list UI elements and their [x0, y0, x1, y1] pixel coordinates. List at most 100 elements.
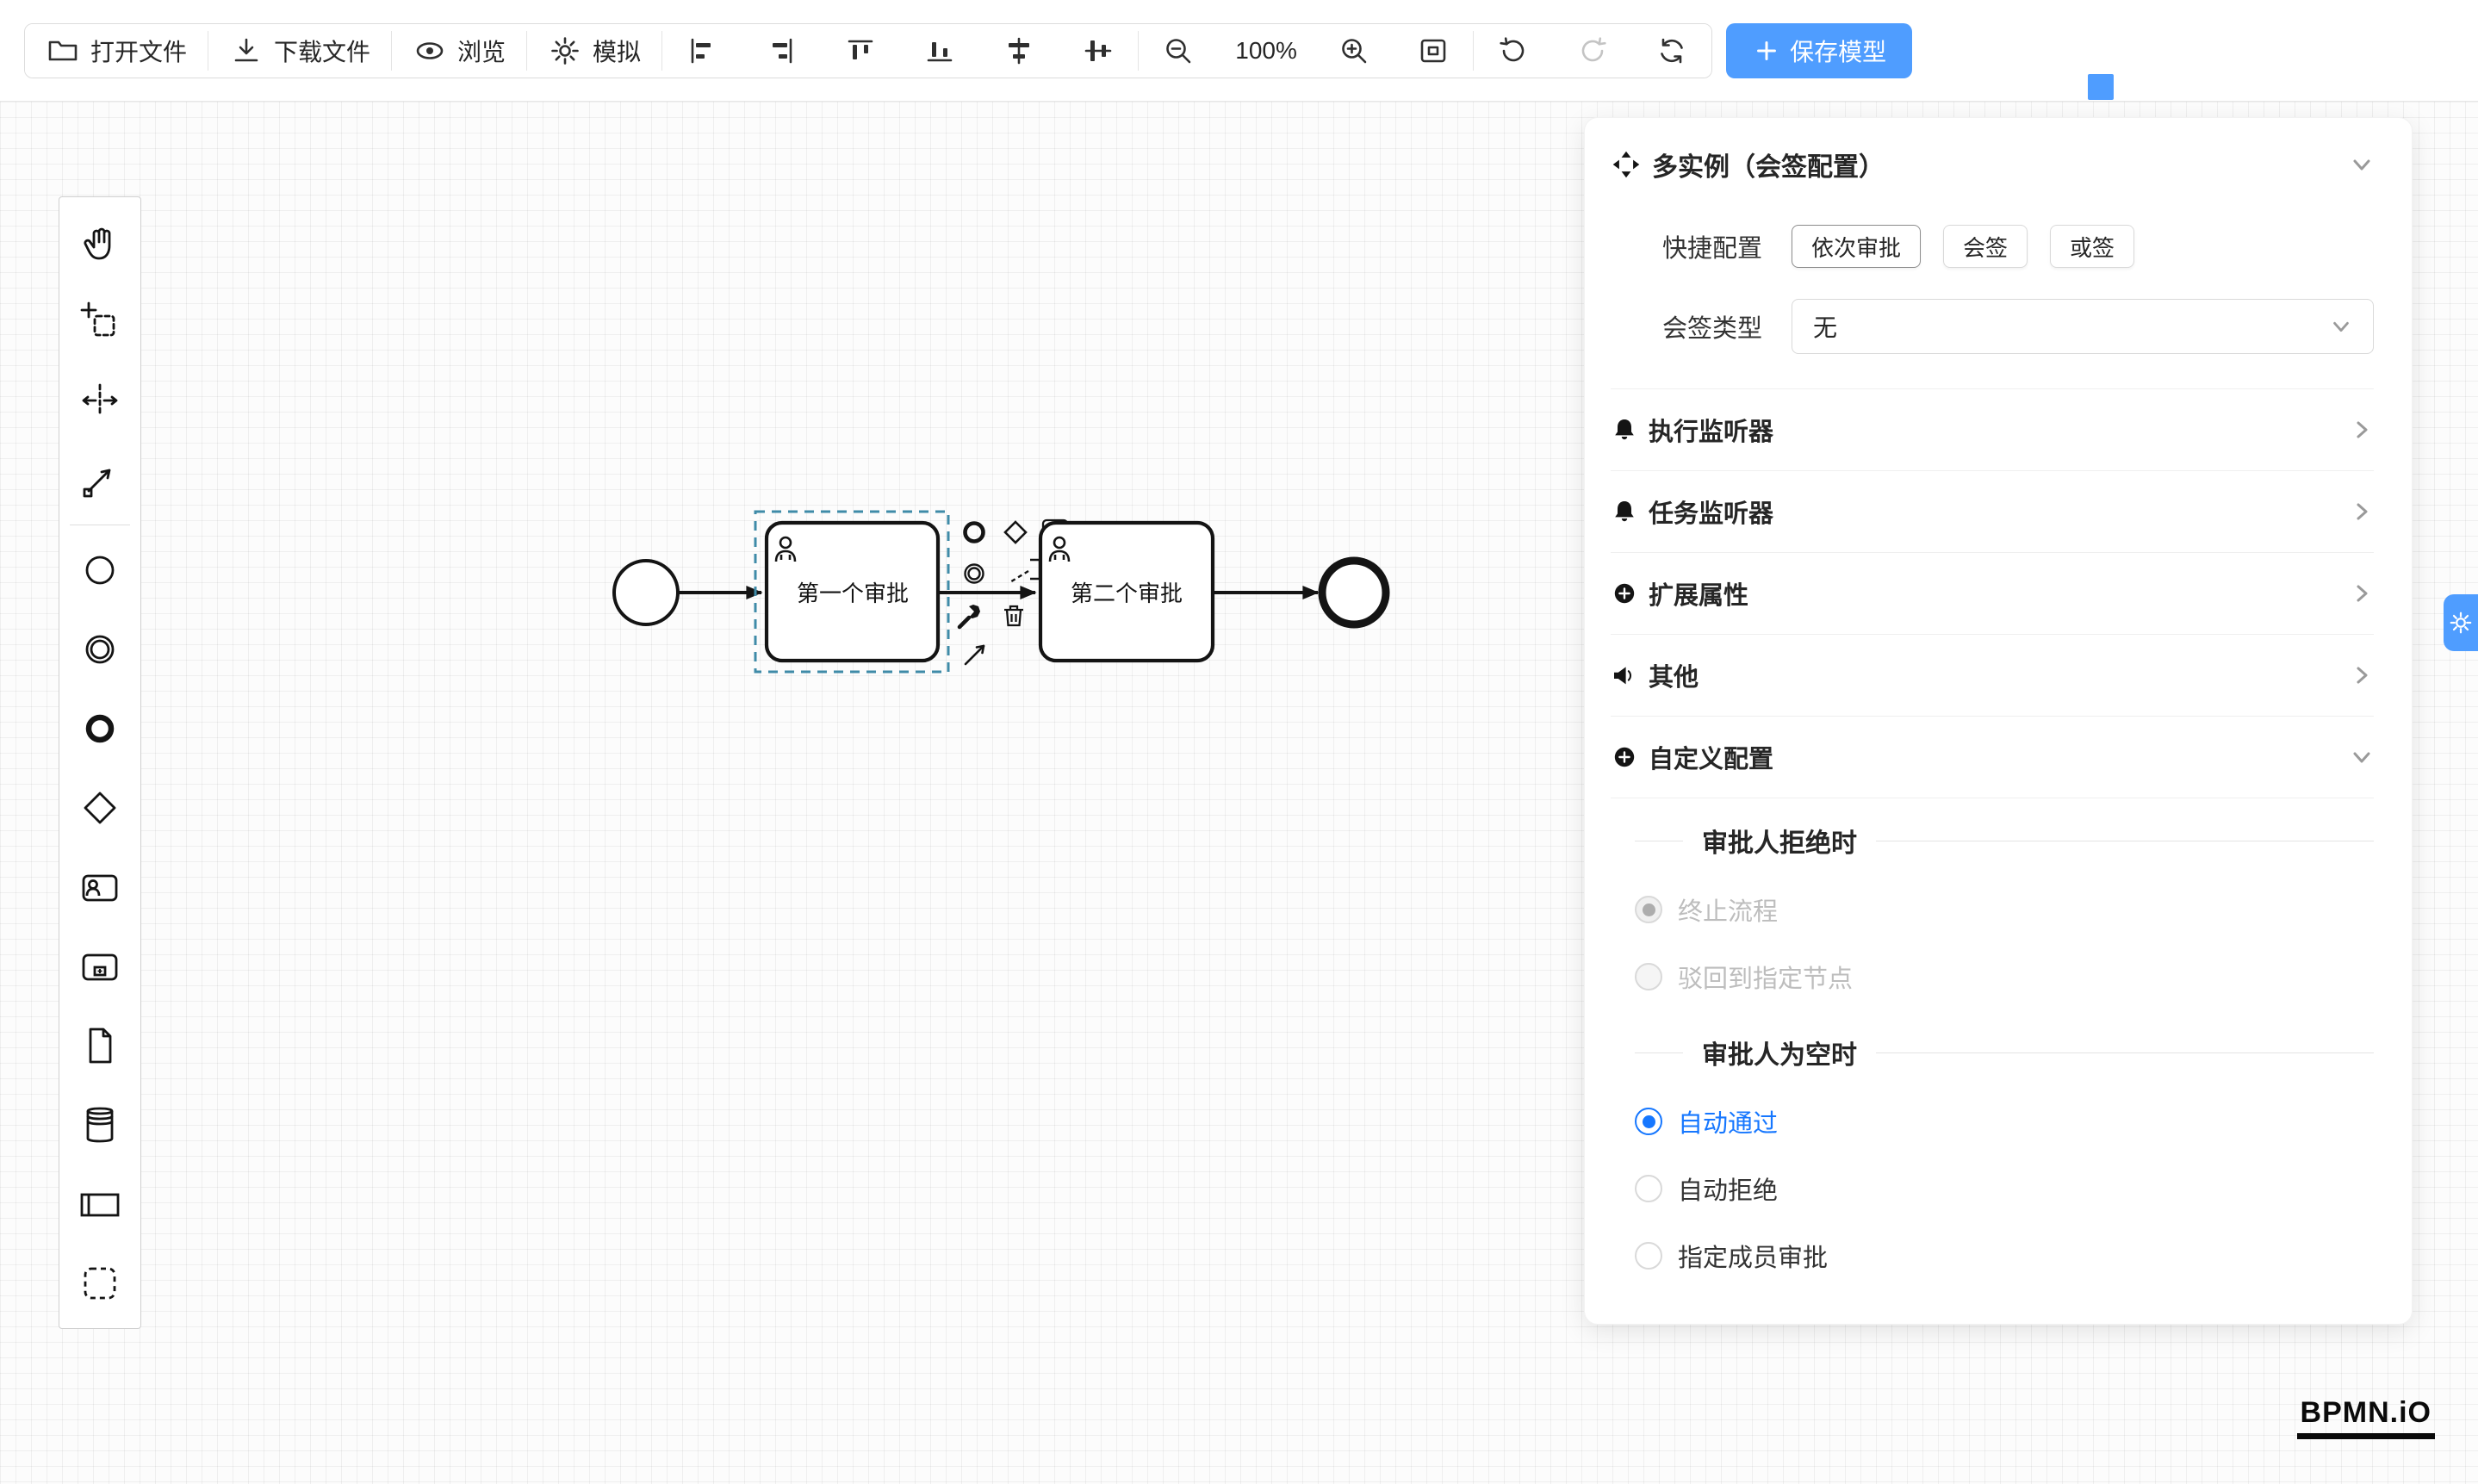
simulate-label: 模拟: [593, 38, 642, 65]
create-intermediate-event-button[interactable]: [60, 610, 140, 689]
replace-wrench-icon[interactable]: [957, 605, 980, 630]
zoom-out-button[interactable]: [1139, 23, 1219, 78]
bpmn-io-logo: BPMN.iO: [2296, 1396, 2435, 1439]
radio-button[interactable]: [1635, 963, 1662, 990]
section-other[interactable]: 其他: [1611, 635, 2374, 717]
create-subprocess-button[interactable]: [60, 927, 140, 1006]
radio-auto-pass[interactable]: 自动通过: [1635, 1088, 2374, 1155]
empty-title: 审批人为空时: [1702, 1041, 1857, 1070]
end-event[interactable]: [1318, 556, 1390, 629]
radio-terminate-process[interactable]: 终止流程: [1635, 876, 2374, 943]
radio-button[interactable]: [1635, 1242, 1662, 1270]
radio-button[interactable]: [1635, 1175, 1662, 1202]
create-user-task-button[interactable]: [60, 848, 140, 927]
gear-icon: [551, 36, 579, 65]
hand-tool-icon: [84, 227, 111, 260]
bell-icon: [1615, 501, 1634, 522]
eye-icon: [416, 41, 444, 59]
redo-button[interactable]: [1553, 23, 1633, 78]
quick-config-row: 快捷配置 依次审批 会签 或签: [1611, 225, 2374, 268]
quick-config-label: 快捷配置: [1661, 235, 1762, 263]
create-gateway-button[interactable]: [60, 768, 140, 848]
lasso-tool-icon: [80, 301, 115, 337]
align-center-horizontal-button[interactable]: [979, 23, 1059, 78]
create-group-button[interactable]: [60, 1244, 140, 1323]
radio-auto-reject[interactable]: 自动拒绝: [1635, 1155, 2374, 1222]
section-execution-listener[interactable]: 执行监听器: [1611, 389, 2374, 471]
align-center-vertical-icon: [1084, 40, 1112, 61]
sign-type-select[interactable]: 无: [1792, 299, 2374, 354]
quick-option-countersign[interactable]: 会签: [1943, 225, 2028, 268]
radio-return-to-node[interactable]: 驳回到指定节点: [1635, 943, 2374, 1010]
align-center-vertical-button[interactable]: [1059, 23, 1139, 78]
space-tool-button[interactable]: [60, 361, 140, 440]
refresh-icon: [1661, 38, 1683, 63]
fit-viewport-button[interactable]: [1394, 23, 1474, 78]
create-participant-button[interactable]: [60, 1164, 140, 1244]
global-connect-tool-button[interactable]: [60, 440, 140, 519]
align-right-button[interactable]: [742, 23, 822, 78]
radio-assign-member[interactable]: 指定成员审批: [1635, 1222, 2374, 1289]
chevron-right-icon: [2357, 503, 2368, 520]
lasso-tool-button[interactable]: [60, 282, 140, 361]
chevron-down-icon: [2333, 321, 2349, 332]
delete-trash-icon[interactable]: [1004, 605, 1023, 627]
chevron-right-icon: [2357, 421, 2368, 438]
create-data-object-button[interactable]: [60, 1006, 140, 1085]
group-icon: [84, 1267, 116, 1300]
reject-divider: 审批人拒绝时: [1635, 821, 2374, 860]
download-file-button[interactable]: 下载文件: [208, 23, 392, 78]
connect-tool-icon[interactable]: [964, 644, 985, 666]
download-icon: [234, 38, 258, 61]
multi-instance-icon: [1612, 151, 1640, 178]
create-start-event-button[interactable]: [60, 531, 140, 610]
section-extended-properties[interactable]: 扩展属性: [1611, 553, 2374, 635]
folder-open-icon: [48, 40, 78, 60]
create-data-store-button[interactable]: [60, 1085, 140, 1164]
align-bottom-button[interactable]: [900, 23, 980, 78]
multi-instance-header[interactable]: 多实例（会签配置）: [1611, 123, 2374, 206]
open-file-button[interactable]: 打开文件: [25, 23, 208, 78]
save-model-button[interactable]: 保存模型: [1726, 22, 1913, 78]
align-left-button[interactable]: [662, 23, 742, 78]
bell-icon: [1615, 419, 1634, 440]
quick-option-sequential[interactable]: 依次审批: [1792, 225, 1922, 268]
redo-icon: [1581, 36, 1606, 61]
align-center-horizontal-icon: [1009, 37, 1030, 64]
quick-option-orsign[interactable]: 或签: [2050, 225, 2135, 268]
toolbar-group-divider: [661, 30, 663, 71]
zoom-in-button[interactable]: [1314, 23, 1394, 78]
refresh-button[interactable]: [1632, 23, 1712, 78]
intermediate-event-icon: [85, 635, 115, 664]
preview-button[interactable]: 浏览: [392, 23, 527, 78]
section-task-listener[interactable]: 任务监听器: [1611, 471, 2374, 553]
start-event[interactable]: [612, 559, 680, 626]
simulate-button[interactable]: 模拟: [527, 23, 662, 78]
gear-icon: [2450, 612, 2472, 634]
task-second-approval[interactable]: 第二个审批: [1038, 520, 1215, 663]
open-file-label: 打开文件: [90, 38, 188, 65]
data-store-icon: [86, 1107, 114, 1143]
align-top-button[interactable]: [821, 23, 901, 78]
append-intermediate-event-icon[interactable]: [964, 563, 984, 584]
append-gateway-icon[interactable]: [1003, 520, 1028, 544]
hand-tool-button[interactable]: [60, 202, 140, 282]
blue-square-indicator[interactable]: [2088, 74, 2114, 100]
participant-pool-icon: [80, 1193, 120, 1217]
undo-button[interactable]: [1474, 23, 1554, 78]
radio-button[interactable]: [1635, 896, 1662, 923]
section-custom-config[interactable]: 自定义配置: [1611, 717, 2374, 798]
subprocess-icon: [82, 953, 118, 981]
task-first-approval[interactable]: 第一个审批: [754, 510, 950, 674]
chevron-right-icon: [2357, 585, 2368, 602]
align-left-icon: [691, 38, 711, 63]
chevron-right-icon: [2357, 667, 2368, 684]
radio-button[interactable]: [1635, 1108, 1662, 1135]
settings-tab[interactable]: [2444, 594, 2478, 651]
sign-type-value: 无: [1813, 314, 1838, 341]
create-end-event-button[interactable]: [60, 689, 140, 768]
toolbar-group-divider: [1138, 30, 1140, 71]
append-end-event-icon[interactable]: [963, 521, 985, 543]
append-text-annotation-icon[interactable]: [1008, 558, 1041, 585]
